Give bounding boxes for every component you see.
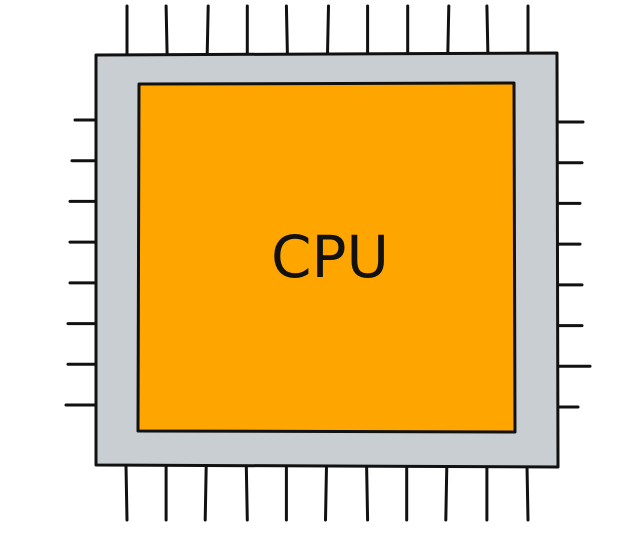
bottom-pin	[444, 464, 449, 522]
bottom-pin	[324, 464, 328, 522]
left-pins	[64, 118, 98, 407]
bottom-pin	[244, 464, 249, 522]
top-pin	[446, 4, 451, 56]
top-pin	[485, 4, 490, 56]
top-pin	[205, 4, 210, 56]
bottom-pins	[124, 464, 530, 522]
top-pin	[326, 4, 330, 56]
bottom-pin	[124, 464, 129, 522]
bottom-pin	[203, 464, 208, 522]
cpu-die	[136, 81, 517, 434]
right-pins	[555, 120, 592, 409]
top-pins	[125, 4, 530, 56]
top-pin	[284, 4, 289, 56]
top-pin	[164, 4, 169, 56]
bottom-pin	[525, 464, 530, 522]
bottom-pin	[365, 464, 370, 522]
cpu-label: CPU	[271, 223, 389, 291]
